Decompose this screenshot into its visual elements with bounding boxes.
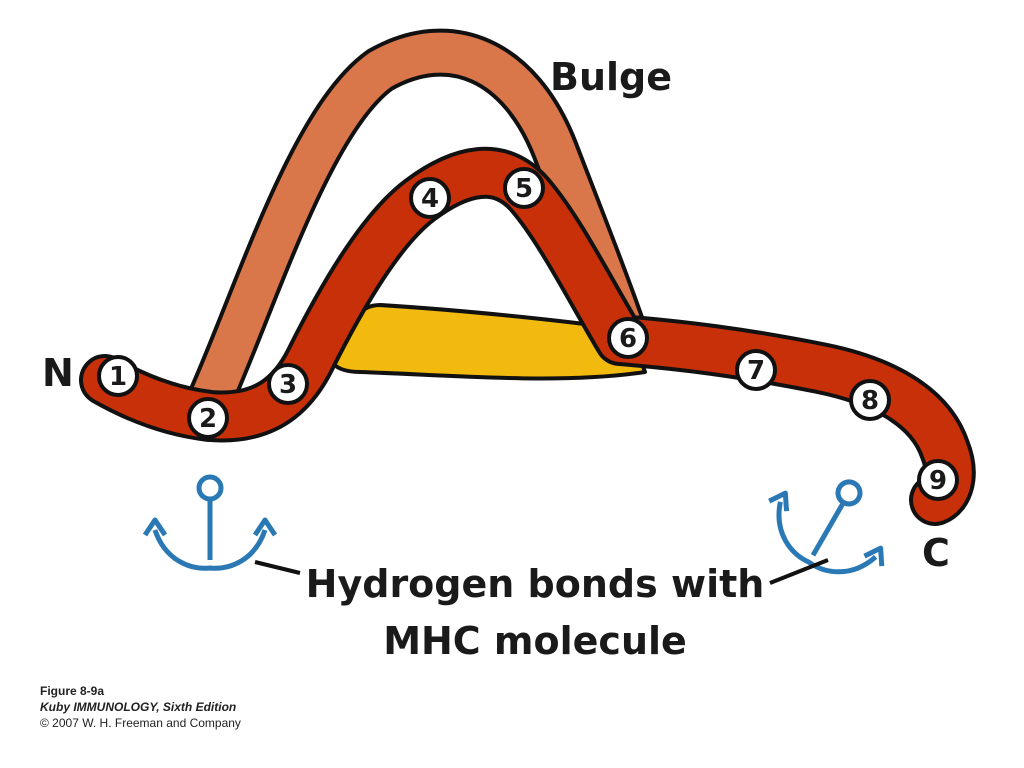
residue-7: 7: [735, 349, 777, 391]
residue-circle: [503, 167, 545, 209]
residue-number: 8: [861, 386, 879, 416]
c-terminus-label: C: [922, 531, 950, 575]
residue-2: 2: [187, 397, 229, 439]
residue-1: 1: [97, 355, 139, 397]
residue-5: 5: [503, 167, 545, 209]
residue-circle: [607, 317, 649, 359]
residue-4: 4: [409, 177, 451, 219]
leader-line-right: [769, 558, 829, 585]
residue-circle: [849, 379, 891, 421]
residue-6: 6: [607, 317, 649, 359]
residue-number: 2: [199, 404, 217, 434]
residue-number: 6: [619, 324, 637, 354]
residue-circle: [267, 363, 309, 405]
n-terminus-label: N: [42, 351, 74, 395]
residue-number: 4: [421, 184, 439, 214]
book-title: Kuby IMMUNOLOGY, Sixth Edition: [40, 700, 237, 714]
hbond-label-line2: MHC molecule: [383, 619, 687, 663]
residue-circle: [409, 177, 451, 219]
anchor-icon: [142, 474, 278, 571]
leader-line-left: [254, 560, 301, 575]
residue-3: 3: [267, 363, 309, 405]
anchor-icon: [768, 479, 885, 575]
residue-circle: [917, 459, 959, 501]
residue-circle: [187, 397, 229, 439]
residue-circle: [97, 355, 139, 397]
figure-number: Figure 8-9a: [40, 684, 105, 698]
copyright-line: © 2007 W. H. Freeman and Company: [40, 716, 241, 730]
bulge-label: Bulge: [550, 55, 672, 99]
residue-markers: 1 2 3 4 5 6 7 8 9: [97, 167, 959, 501]
residue-9: 9: [917, 459, 959, 501]
residue-number: 5: [515, 174, 533, 204]
residue-number: 7: [747, 356, 765, 386]
residue-number: 3: [279, 370, 297, 400]
hbond-label-line1: Hydrogen bonds with: [306, 562, 765, 606]
residue-number: 1: [109, 362, 127, 392]
residue-8: 8: [849, 379, 891, 421]
residue-number: 9: [929, 466, 947, 496]
residue-circle: [735, 349, 777, 391]
